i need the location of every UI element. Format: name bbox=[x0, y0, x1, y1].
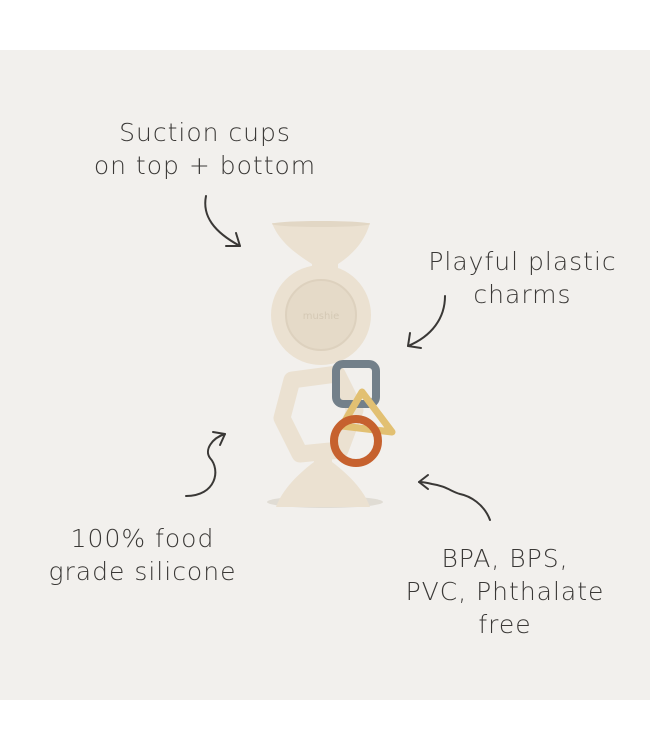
arrow-free-icon bbox=[418, 474, 491, 521]
arrow-food-icon bbox=[185, 431, 226, 497]
top-suction-cup bbox=[272, 223, 370, 284]
product-panel: Suction cups on top + bottom Playful pla… bbox=[0, 50, 650, 700]
food-grade-callout: 100% food grade silicone bbox=[35, 522, 250, 588]
bpa-free-callout: BPA, BPS, PVC, Phthalate free bbox=[395, 542, 615, 641]
suction-line-2: on top + bottom bbox=[93, 151, 317, 180]
teether-product: mushie bbox=[267, 221, 396, 508]
brand-emboss: mushie bbox=[303, 311, 340, 322]
free-line-3: free bbox=[478, 610, 532, 639]
arrow-charms-icon bbox=[407, 295, 446, 349]
arrow-suction-icon bbox=[204, 195, 241, 247]
suction-line-1: Suction cups bbox=[119, 118, 291, 147]
food-line-1: 100% food bbox=[70, 524, 215, 553]
food-line-2: grade silicone bbox=[48, 557, 237, 586]
free-line-1: BPA, BPS, bbox=[441, 544, 569, 573]
charms-line-2: charms bbox=[473, 280, 572, 309]
illustration: mushie bbox=[185, 195, 491, 521]
circle-charm bbox=[330, 415, 382, 467]
charms-line-1: Playful plastic bbox=[428, 247, 617, 276]
plastic-charms-callout: Playful plastic charms bbox=[415, 245, 630, 311]
suction-cups-callout: Suction cups on top + bottom bbox=[85, 116, 325, 182]
free-line-2: PVC, Phthalate bbox=[405, 577, 605, 606]
bottom-suction-cup bbox=[276, 462, 370, 507]
hexagon-ring bbox=[273, 365, 364, 463]
triangle-charm bbox=[338, 388, 396, 436]
